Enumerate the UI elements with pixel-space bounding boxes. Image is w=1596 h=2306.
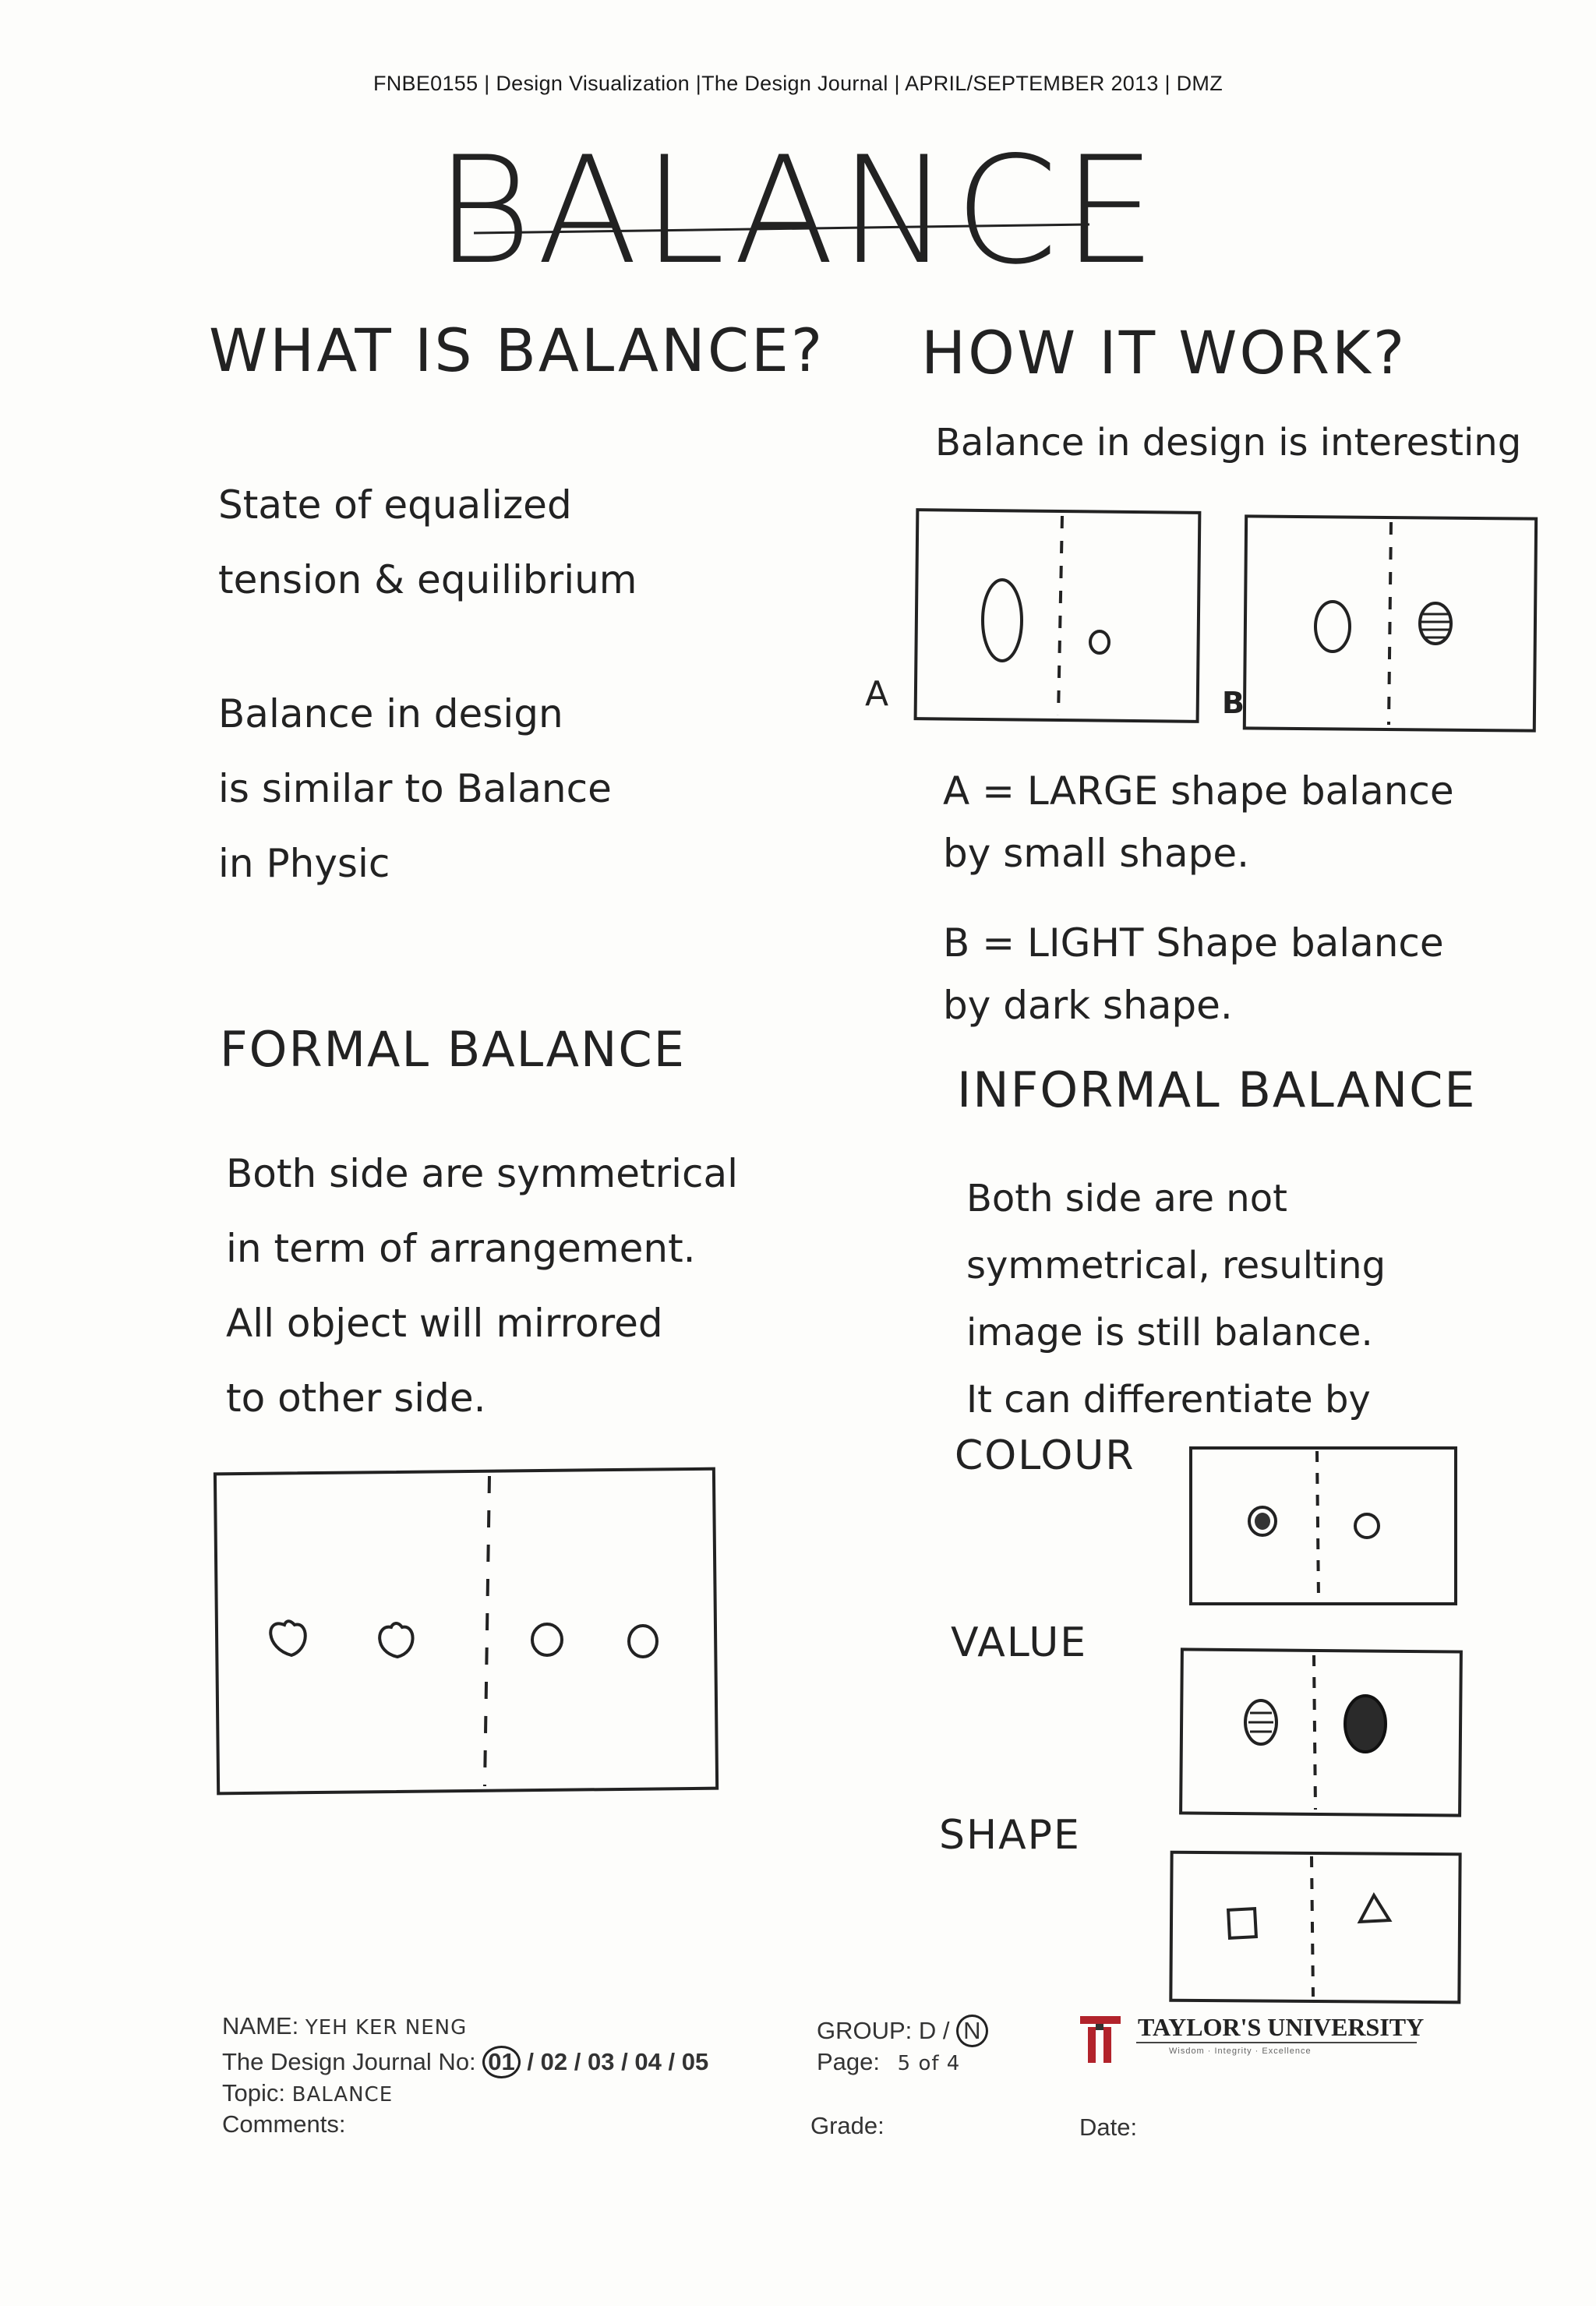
journal-label: The Design Journal No: — [222, 2048, 476, 2075]
group-selected: N — [956, 2015, 988, 2047]
sketch-b-label: B — [1222, 686, 1245, 720]
legend-b-text: B = LIGHT Shape balance by dark shape. — [943, 920, 1444, 1028]
page-row: Page: 5 of 4 — [817, 2048, 960, 2076]
comments-row: Comments: — [222, 2110, 345, 2138]
shape-sketch — [1169, 1850, 1462, 2004]
formal-balance-text: Both side are symmetrical in term of arr… — [226, 1151, 739, 1421]
definition-text: State of equalized tension & equilibrium — [218, 482, 637, 602]
university-logo-icon — [1080, 2016, 1121, 2063]
university-name: TAYLOR'S UNIVERSITY — [1138, 2013, 1425, 2041]
name-row: NAME: YEH KER NENG — [222, 2012, 467, 2040]
journal-number-03: 03 — [588, 2048, 615, 2075]
topic-row: Topic: BALANCE — [222, 2079, 393, 2107]
physics-analogy-text: Balance in design is similar to Balance … — [218, 691, 612, 886]
grade-label: Grade: — [810, 2112, 885, 2139]
legend-a-text: A = LARGE shape balance by small shape. — [943, 768, 1454, 876]
sketch-a-label: A — [865, 674, 889, 714]
journal-number-05: 05 — [681, 2048, 709, 2075]
date-label: Date: — [1079, 2114, 1138, 2141]
what-is-balance-heading: WHAT IS BALANCE? — [209, 316, 825, 385]
interesting-text: Balance in design is interesting — [935, 421, 1522, 464]
journal-row: The Design Journal No: 01 / 02 / 03 / 04… — [222, 2046, 708, 2078]
shape-label: SHAPE — [939, 1812, 1081, 1859]
journal-number-02: 02 — [540, 2048, 568, 2075]
grade-row: Grade: — [810, 2112, 885, 2140]
value-label: VALUE — [951, 1619, 1088, 1666]
sketch-a-large-small — [913, 508, 1202, 723]
formal-balance-sketch — [213, 1467, 719, 1796]
university-divider — [1136, 2042, 1417, 2043]
name-value: YEH KER NENG — [305, 2016, 468, 2039]
sketch-b-light-dark — [1242, 514, 1538, 733]
journal-number-04: 04 — [634, 2048, 662, 2075]
colour-sketch — [1189, 1446, 1457, 1605]
comments-label: Comments: — [222, 2110, 346, 2138]
name-label: NAME: — [222, 2012, 299, 2039]
page-label: Page: — [817, 2048, 881, 2075]
journal-number-01: 01 — [482, 2046, 521, 2078]
university-motto: Wisdom · Integrity · Excellence — [1169, 2046, 1312, 2056]
topic-value: BALANCE — [291, 2083, 394, 2106]
informal-balance-heading: INFORMAL BALANCE — [957, 1061, 1477, 1118]
topic-label: Topic: — [222, 2079, 285, 2106]
formal-balance-heading: FORMAL BALANCE — [220, 1021, 686, 1078]
page-value: 5 of 4 — [897, 2052, 961, 2075]
group-label: GROUP: D / — [817, 2017, 950, 2044]
page-title: BALANCE — [435, 125, 1161, 297]
informal-balance-text: Both side are not symmetrical, resulting… — [966, 1177, 1386, 1421]
date-row: Date: — [1079, 2114, 1137, 2142]
value-sketch — [1179, 1647, 1463, 1817]
colour-label: COLOUR — [955, 1432, 1135, 1479]
group-row: GROUP: D / N — [817, 2015, 988, 2047]
journal-header: FNBE0155 | Design Visualization |The Des… — [373, 72, 1223, 95]
how-it-work-heading: HOW IT WORK? — [921, 318, 1407, 387]
